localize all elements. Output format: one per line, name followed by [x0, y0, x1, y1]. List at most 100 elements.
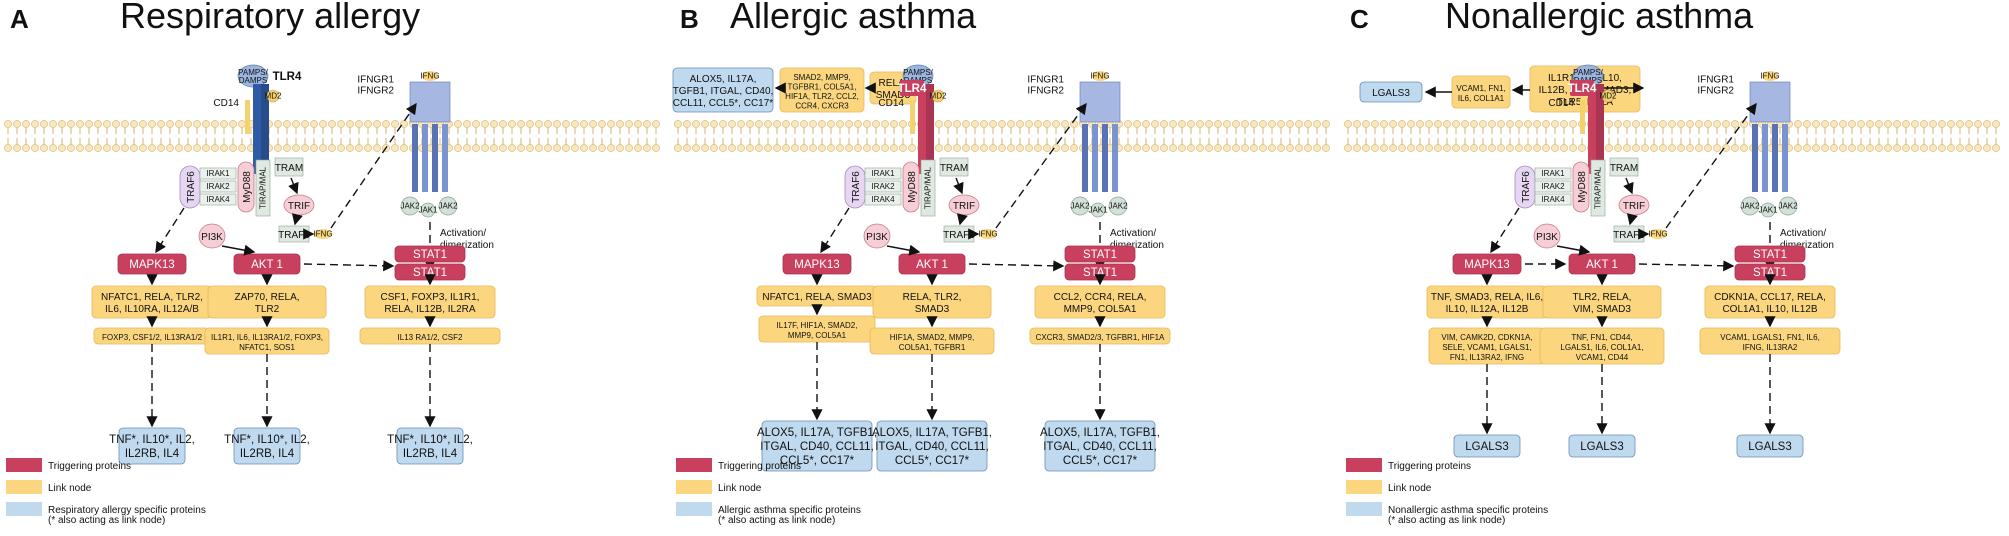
lipid-head	[1061, 120, 1069, 128]
lipid-head	[13, 120, 21, 128]
label-line: SMAD3	[915, 304, 950, 315]
lipid-head	[202, 120, 210, 128]
label-line: VIM, SMAD3	[1573, 304, 1631, 315]
trif-label: TRIF	[953, 201, 975, 212]
label-line: CD14	[213, 98, 239, 109]
lipid-head	[328, 144, 336, 152]
specific-node	[761, 420, 873, 472]
lipid-head	[1196, 144, 1204, 152]
lipid-head	[112, 144, 120, 152]
lipid-head	[220, 144, 228, 152]
lipid-head	[238, 120, 246, 128]
specific-node	[876, 420, 988, 472]
lipid-head	[1677, 120, 1685, 128]
label-line: TRIF	[288, 201, 310, 212]
label-line: TRIF	[953, 201, 975, 212]
label-line: LGALS3	[1580, 441, 1623, 453]
lipid-head	[1641, 144, 1649, 152]
activation-label: Activation/dimerization	[440, 228, 494, 251]
jak2-protein	[1778, 196, 1798, 216]
lipid-head	[1812, 120, 1820, 128]
lipid-head	[364, 144, 372, 152]
specific-node-text: ALOX5, IL17A, TGFB1,ITGAL, CD40, CCL11,C…	[757, 427, 877, 467]
lipid-head	[1866, 144, 1874, 152]
lipid-head	[980, 144, 988, 152]
label-line: dimerization	[1110, 240, 1164, 251]
label-line: IRAK2	[871, 182, 895, 191]
specific-node-text: LGALS3	[1372, 88, 1410, 99]
lipid-head	[818, 144, 826, 152]
lipid-head	[1974, 144, 1982, 152]
arrow	[953, 177, 964, 195]
lipid-head	[1794, 144, 1802, 152]
lipid-head	[598, 120, 606, 128]
lipid-head	[571, 144, 579, 152]
lipid-head	[1947, 120, 1955, 128]
lipid-head	[1551, 144, 1559, 152]
specific-node-text: LGALS3	[1748, 441, 1791, 453]
legend-swatch	[6, 480, 42, 494]
label-line: RELA,	[879, 78, 908, 89]
lipid-head	[1169, 144, 1177, 152]
label-line: JAK1	[418, 206, 438, 215]
lipid-head	[148, 144, 156, 152]
lipid-head	[1380, 144, 1388, 152]
lipid-head	[1992, 120, 2000, 128]
link-node-text: VIM, CAMK2D, CDKN1A,SELE, VCAM1, LGALS1,…	[1441, 333, 1532, 362]
lipid-head	[1506, 144, 1514, 152]
lipid-head	[1052, 144, 1060, 152]
legend-label: Link node	[1388, 483, 1432, 494]
label-line: IRAK2	[206, 182, 230, 191]
lipid-head	[1974, 120, 1982, 128]
link-node-text: CCL2, CCR4, RELA,MMP9, COL5A1	[1054, 292, 1147, 315]
label-line: COL1A1, IL10, IL12B	[1722, 304, 1817, 315]
label-line: MyD88	[907, 171, 918, 203]
irak-protein	[864, 167, 902, 180]
lipid-head	[400, 144, 408, 152]
label-line: PI3K	[1536, 232, 1558, 243]
lipid-head	[598, 144, 606, 152]
lipid-head	[1875, 120, 1883, 128]
lipid-head	[1560, 144, 1568, 152]
lipid-head	[1344, 144, 1352, 152]
lipid-head	[229, 144, 237, 152]
lipid-head	[589, 144, 597, 152]
label-line: FN1, IL13RA2, IFNG	[1450, 353, 1524, 362]
lipid-head	[1380, 120, 1388, 128]
label-line: dimerization	[440, 240, 494, 251]
label-line: IRAK1	[206, 169, 230, 178]
label-line: TRAF3	[1613, 230, 1645, 241]
lipid-head	[1650, 144, 1658, 152]
label-line: VCAM1, FN1,	[1456, 84, 1505, 93]
lipid-head	[94, 120, 102, 128]
stat1-node-text: STAT1	[1083, 249, 1117, 261]
panel-letter: B	[680, 4, 699, 34]
lipid-head	[1205, 120, 1213, 128]
lipid-head	[139, 144, 147, 152]
lipid-head	[1605, 120, 1613, 128]
mapk13-node	[1452, 253, 1522, 275]
tram-label: TRAM	[940, 163, 968, 174]
lipid-head	[67, 120, 75, 128]
myd88-label: MyD88	[1577, 171, 1588, 203]
ifng-label: IFNG	[1648, 230, 1667, 239]
tlr4-label: TLR4	[1568, 83, 1597, 95]
lipid-head	[1803, 120, 1811, 128]
lipid-head	[472, 144, 480, 152]
lipid-head	[1043, 144, 1051, 152]
label-line: MAPK13	[794, 259, 839, 271]
lipid-head	[1470, 144, 1478, 152]
label-line: TRIF	[1623, 201, 1645, 212]
lipid-head	[643, 144, 651, 152]
label-line: TRAF3	[943, 230, 975, 241]
lipid-head	[1461, 120, 1469, 128]
lipid-head	[472, 120, 480, 128]
lipid-head	[1389, 144, 1397, 152]
lipid-head	[1151, 120, 1159, 128]
lipid-head	[881, 144, 889, 152]
lipid-head	[274, 144, 282, 152]
label-line: IL6, IL10RA, IL12A/B	[105, 304, 199, 315]
lipid-head	[1722, 144, 1730, 152]
lipid-head	[1016, 144, 1024, 152]
